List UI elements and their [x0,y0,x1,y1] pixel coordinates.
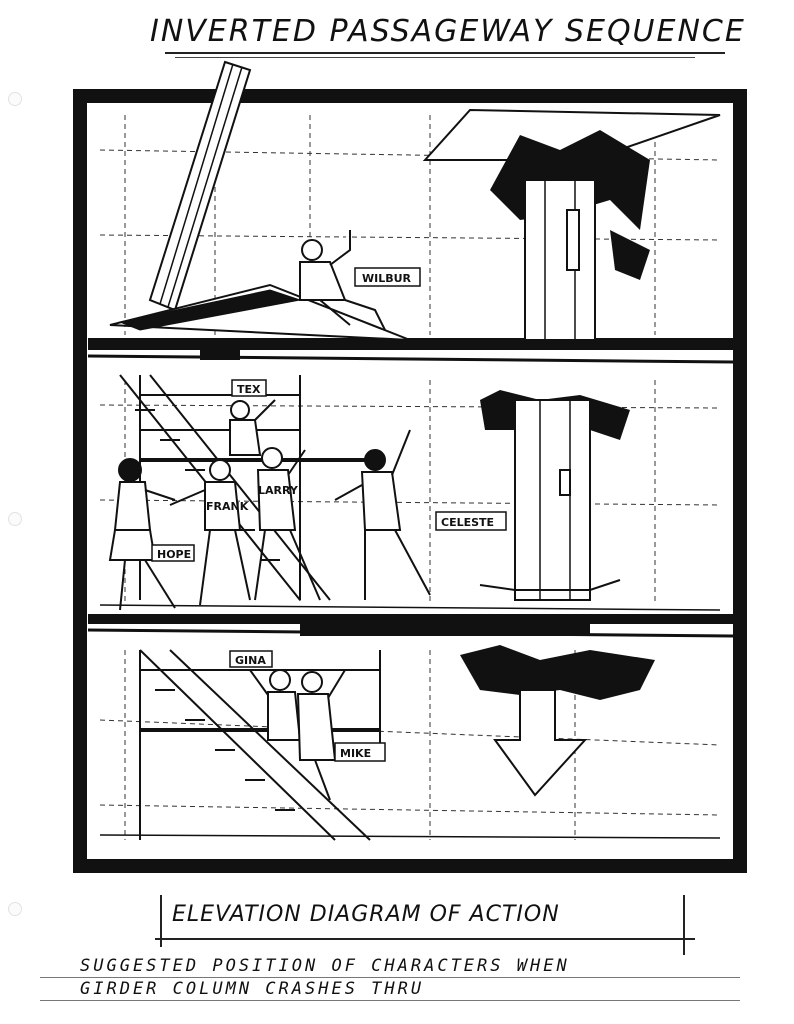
floor-slab-lower [88,614,733,624]
girder-column-upper [524,179,596,341]
figure-frank [169,459,251,606]
title-underline [165,52,725,54]
label-celeste: CELESTE [441,516,494,529]
figure-celeste [334,429,431,600]
label-larry: LARRY [258,484,299,497]
figure-tex [229,399,276,456]
figure-mike [296,669,346,801]
figure-hope [108,458,176,611]
collapsed-roof [109,283,411,341]
page-title: INVERTED PASSAGEWAY SEQUENCE [150,14,746,49]
punch-hole-top [8,92,22,106]
crash-direction-arrow [493,689,588,797]
caption-bracket-right [683,895,685,955]
note-line-2: GIRDER COLUMN CRASHES THRU [80,979,425,999]
punch-hole-bottom [8,902,22,916]
note-rule-1 [40,977,740,978]
title-underline-secondary [175,57,695,58]
caption-underline [155,938,695,940]
staircase-middle [119,374,380,601]
figure-gina [249,669,302,741]
diagram-caption: ELEVATION DIAGRAM OF ACTION [172,902,560,927]
staircase-lower [139,649,381,841]
label-gina: GINA [235,654,266,667]
floor-slabs [87,338,734,839]
name-labels: WILBUR TEX FRANK LARRY HOPE CELESTE GINA… [151,267,507,762]
ceiling-breach-lower [460,645,655,700]
figure-larry [254,447,321,601]
diagram-frame [73,89,747,873]
caption-bracket-left [160,895,162,947]
note-line-1: SUGGESTED POSITION OF CHARACTERS WHEN [80,956,570,976]
label-mike: MIKE [340,747,371,760]
label-tex: TEX [237,383,261,396]
punch-hole-middle [8,512,22,526]
figure-wilbur [299,230,386,331]
note-rule-2 [40,1000,740,1001]
girder-column-middle [479,399,621,601]
label-frank: FRANK [206,500,249,513]
floor-slab-upper [88,338,733,350]
label-hope: HOPE [157,548,191,561]
label-wilbur: WILBUR [362,272,412,285]
